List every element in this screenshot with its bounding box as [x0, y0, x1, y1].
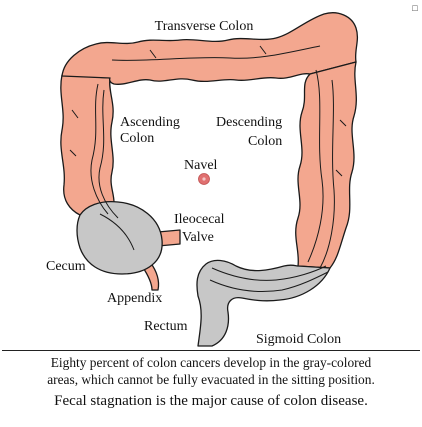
caption-line-2: areas, which cannot be fully evacuated i… — [47, 372, 375, 387]
label-appendix: Appendix — [107, 291, 162, 306]
colon-tube — [60, 12, 359, 291]
sigmoid-rectum-region — [196, 259, 331, 347]
label-navel: Navel — [184, 158, 218, 173]
caption-line-1: Eighty percent of colon cancers develop … — [50, 355, 372, 370]
label-sigmoid-colon: Sigmoid Colon — [256, 332, 341, 347]
colon-diagram: Transverse Colon Ascending Colon Descend… — [46, 12, 359, 347]
label-descending-colon-line1: Descending — [216, 115, 282, 130]
caption: Eighty percent of colon cancers develop … — [0, 354, 422, 412]
label-ascending-colon-line1: Ascending — [120, 115, 180, 130]
colon-illustration: Transverse Colon Ascending Colon Descend… — [46, 12, 359, 347]
label-descending-colon-line2: Colon — [248, 134, 282, 149]
label-cecum: Cecum — [46, 259, 86, 274]
colon-creases — [69, 45, 347, 293]
label-ileocecal-line2: Valve — [182, 230, 214, 245]
cecum-region — [76, 200, 163, 275]
label-ileocecal-line1: Ileocecal — [174, 212, 225, 227]
label-rectum: Rectum — [144, 319, 188, 334]
corner-mark: □ — [412, 3, 418, 13]
gray-areas — [76, 200, 331, 347]
caption-divider — [2, 350, 420, 351]
label-ascending-colon-line2: Colon — [120, 131, 154, 146]
caption-line-3: Fecal stagnation is the major cause of c… — [54, 393, 368, 409]
label-transverse-colon: Transverse Colon — [155, 19, 254, 34]
diagram-labels: Transverse Colon Ascending Colon Descend… — [46, 19, 341, 347]
